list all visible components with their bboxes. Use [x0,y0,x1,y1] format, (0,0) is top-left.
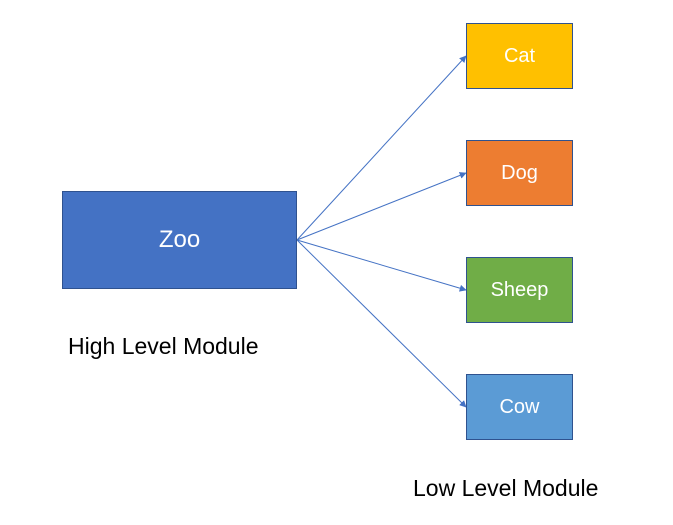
high-level-caption: High Level Module [68,333,259,359]
dog-label: Dog [501,161,538,184]
arrow-zoo-to-sheep [296,239,467,292]
zoo-box: Zoo [62,191,297,289]
arrow-zoo-to-cow [296,239,467,408]
low-level-caption: Low Level Module [413,475,599,501]
zoo-label: Zoo [158,226,201,253]
dog-box: Dog [466,140,573,206]
arrow-zoo-to-cat [296,55,467,241]
sheep-label: Sheep [490,278,549,301]
cat-box: Cat [466,23,573,89]
cow-box: Cow [466,374,573,440]
arrow-zoo-to-dog [296,172,467,241]
cow-label: Cow [499,395,540,418]
sheep-box: Sheep [466,257,573,323]
cat-label: Cat [503,44,536,67]
